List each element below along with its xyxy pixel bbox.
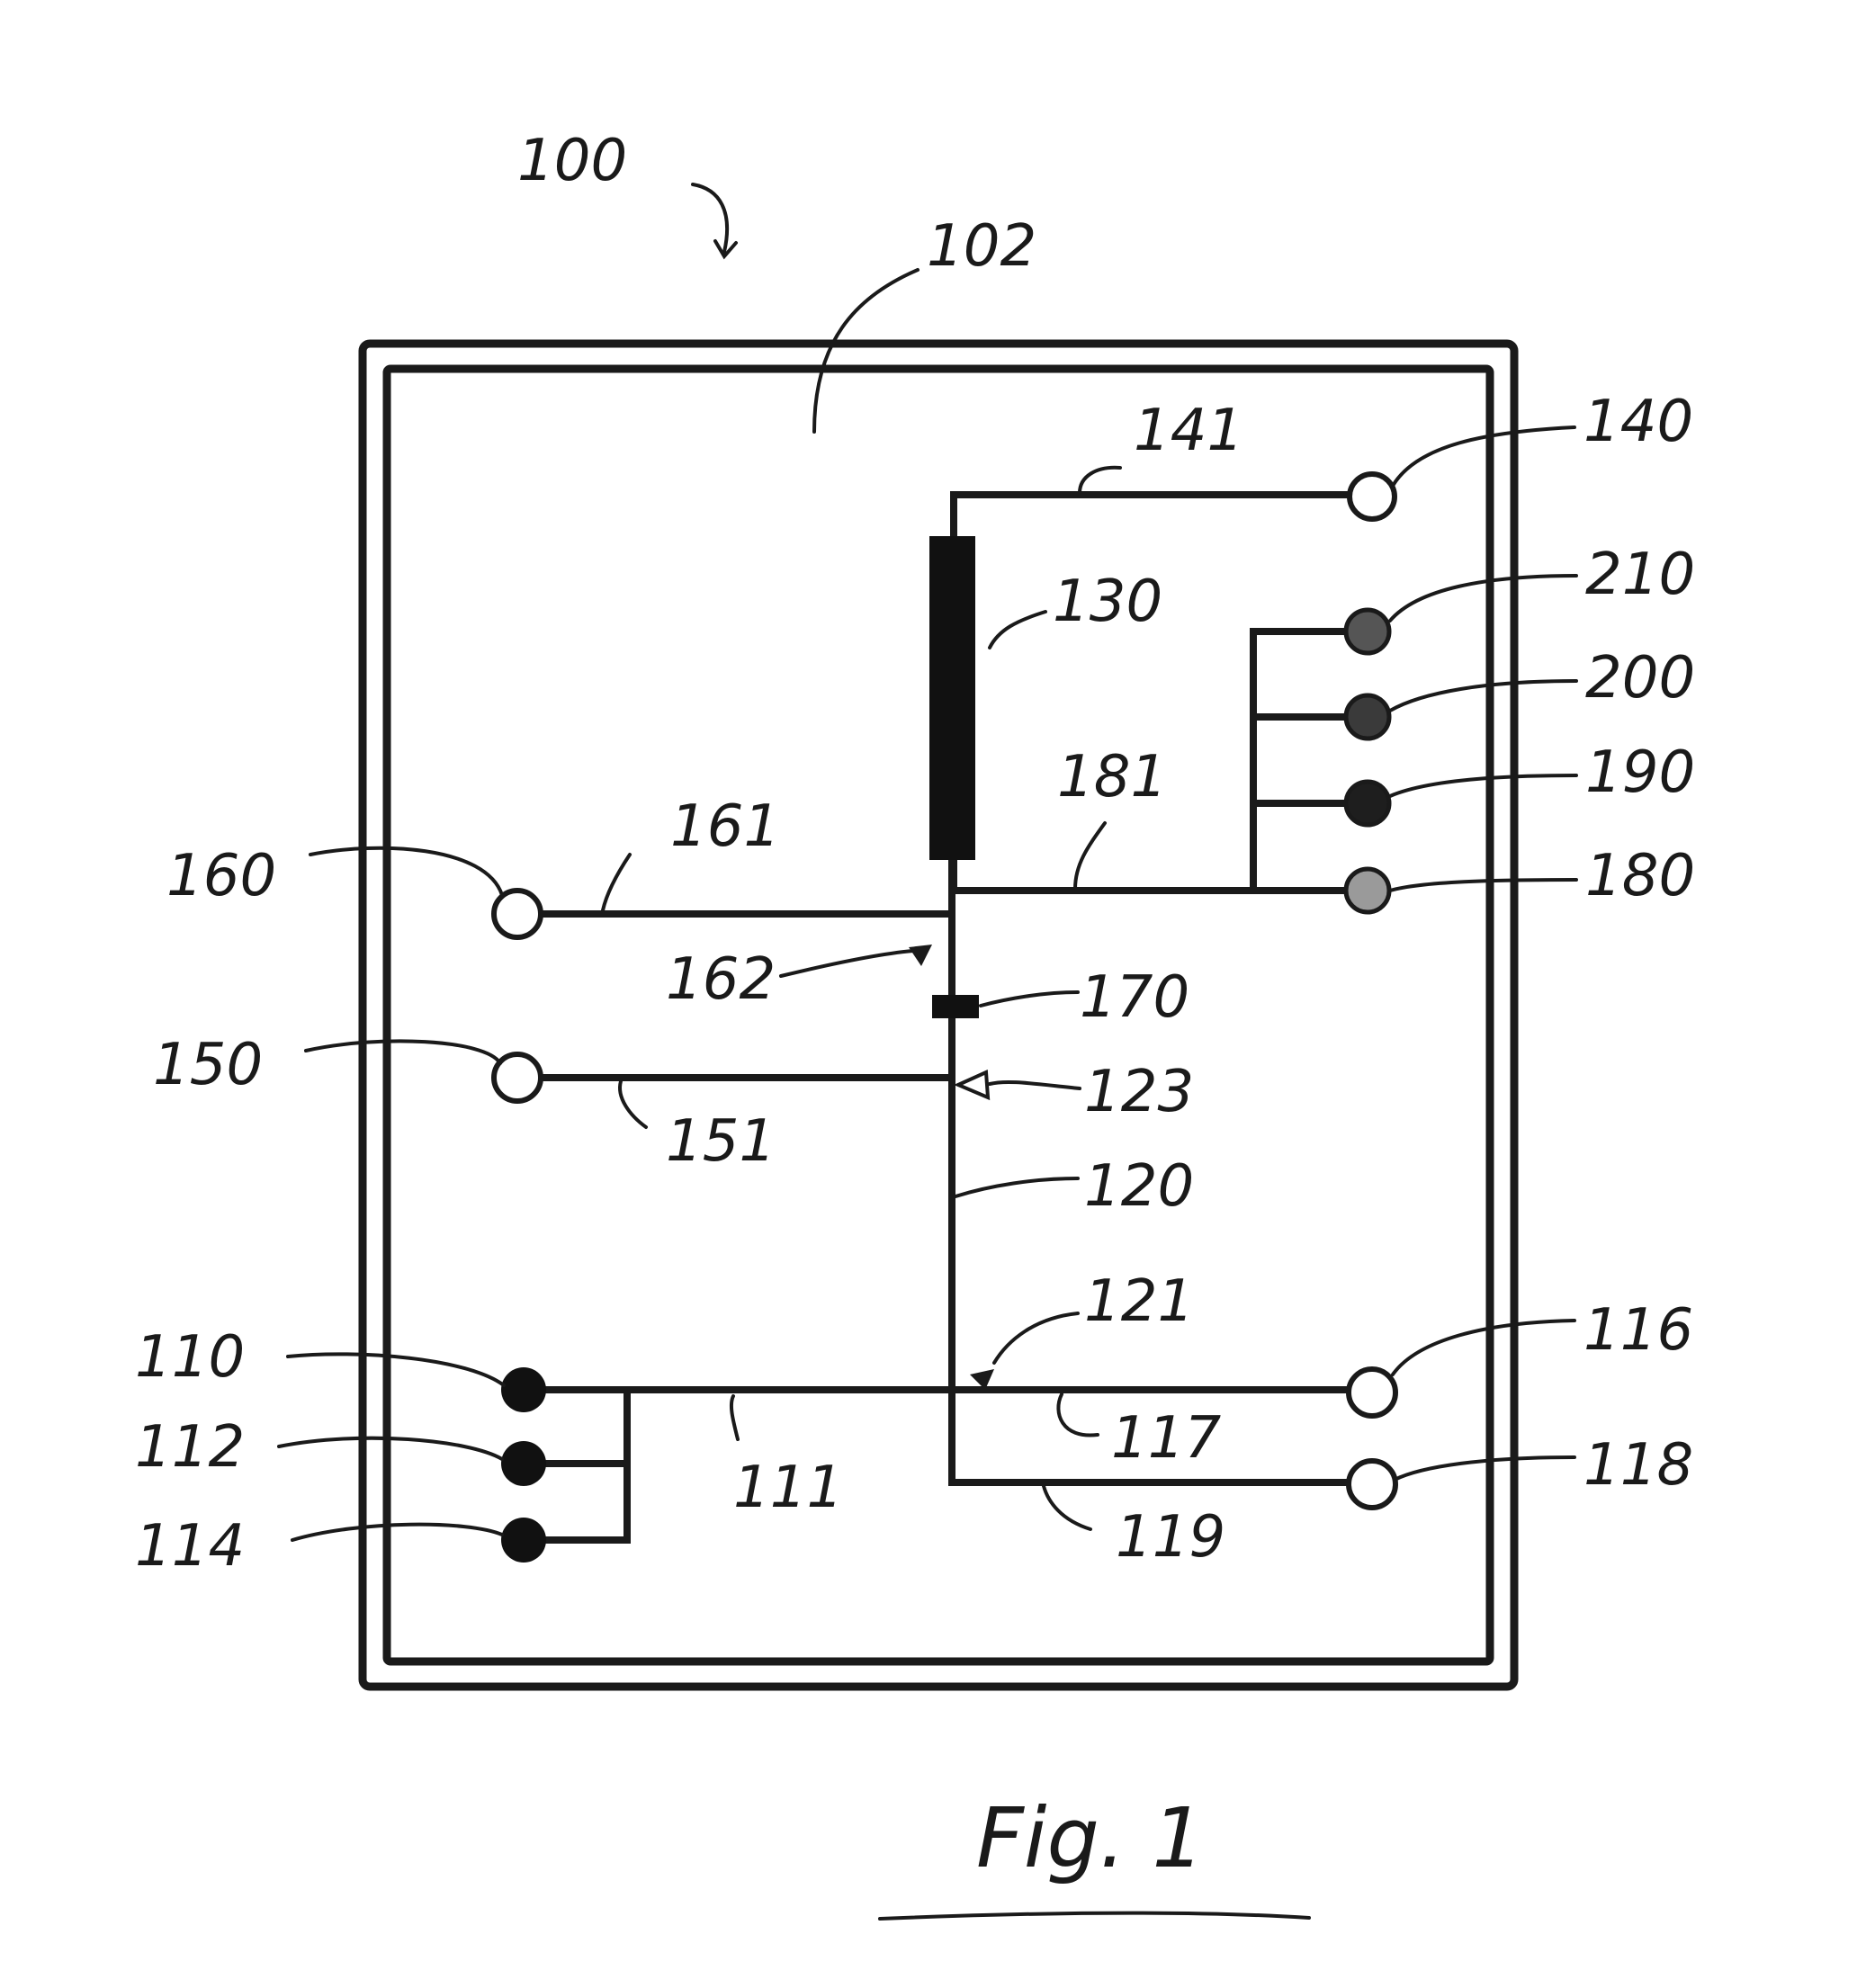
port-210 xyxy=(1346,610,1389,653)
port-112 xyxy=(501,1441,546,1486)
port-118 xyxy=(1349,1461,1395,1508)
label-162: 162 xyxy=(666,946,776,1013)
leader-lines xyxy=(279,184,1576,1540)
label-112: 112 xyxy=(135,1414,245,1481)
reagent-manifold xyxy=(1253,631,1359,891)
top-channel-141 xyxy=(954,495,1365,536)
label-190: 190 xyxy=(1585,739,1695,806)
junction-123-marker xyxy=(958,1072,988,1097)
port-180 xyxy=(1346,869,1389,912)
label-130: 130 xyxy=(1053,569,1162,635)
port-190 xyxy=(1346,782,1389,825)
label-102: 102 xyxy=(927,213,1036,280)
label-121: 121 xyxy=(1084,1268,1194,1335)
valve-170 xyxy=(932,995,979,1018)
label-170: 170 xyxy=(1080,964,1189,1031)
label-160: 160 xyxy=(166,843,276,909)
port-200 xyxy=(1346,695,1389,739)
junction-162-marker xyxy=(909,945,932,966)
label-117: 117 xyxy=(1111,1405,1221,1472)
label-200: 200 xyxy=(1585,645,1695,712)
label-110: 110 xyxy=(135,1324,245,1391)
label-180: 180 xyxy=(1585,843,1695,909)
label-119: 119 xyxy=(1116,1504,1225,1571)
label-210: 210 xyxy=(1585,542,1695,608)
label-181: 181 xyxy=(1057,744,1167,810)
label-118: 118 xyxy=(1583,1432,1693,1499)
port-140 xyxy=(1350,474,1395,519)
label-100: 100 xyxy=(517,128,627,194)
port-114 xyxy=(501,1518,546,1563)
column-130 xyxy=(929,536,975,860)
label-140: 140 xyxy=(1583,389,1693,455)
label-116: 116 xyxy=(1583,1297,1693,1364)
label-120: 120 xyxy=(1084,1153,1194,1220)
label-114: 114 xyxy=(135,1513,245,1580)
label-151: 151 xyxy=(666,1108,776,1175)
figure-caption: Fig. 1 xyxy=(880,1790,1309,1919)
label-111: 111 xyxy=(733,1455,843,1521)
label-141: 141 xyxy=(1134,398,1243,464)
port-116 xyxy=(1349,1369,1395,1416)
label-150: 150 xyxy=(153,1032,263,1098)
caption-underline xyxy=(880,1913,1309,1919)
port-160 xyxy=(494,891,541,937)
port-110 xyxy=(501,1367,546,1412)
caption-text: Fig. 1 xyxy=(976,1790,1205,1886)
label-161: 161 xyxy=(670,793,780,860)
label-123: 123 xyxy=(1084,1059,1194,1125)
